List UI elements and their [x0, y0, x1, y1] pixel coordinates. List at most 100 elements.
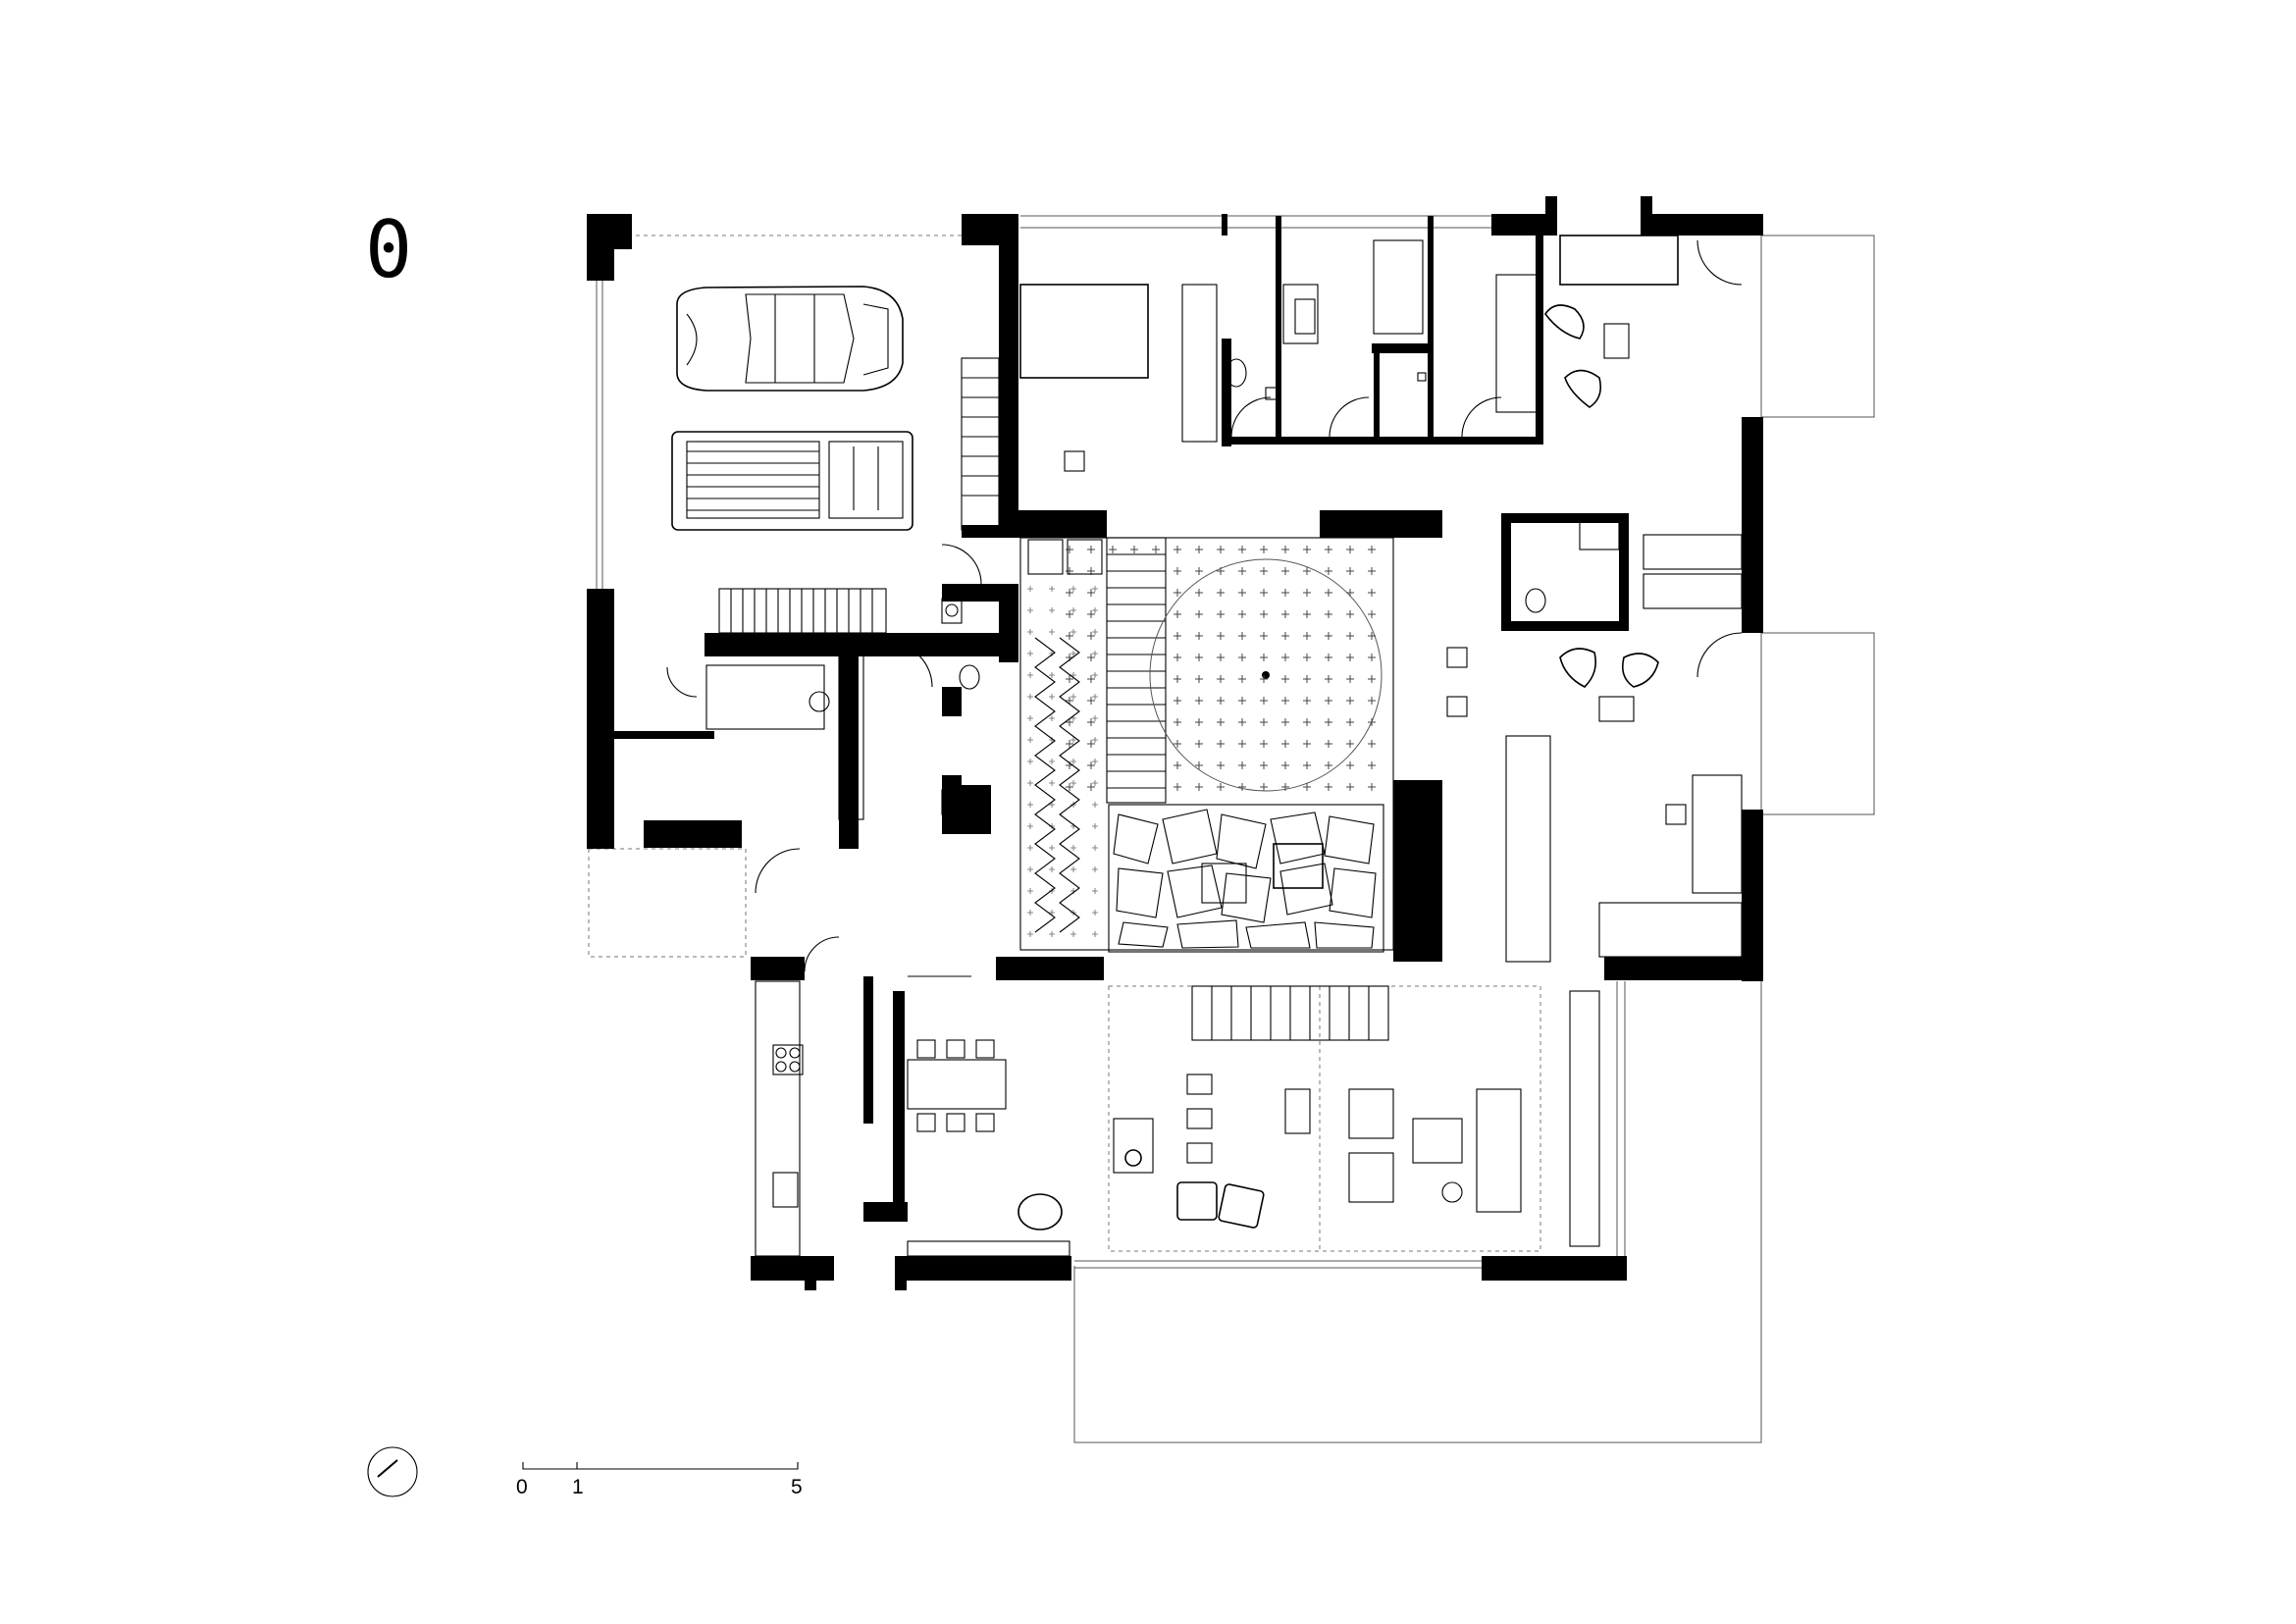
paving-cross [1303, 654, 1311, 661]
paving-cross [1087, 761, 1095, 769]
paving-cross [1281, 589, 1289, 597]
paving-cross [1238, 783, 1246, 791]
paving-cross [1027, 737, 1033, 743]
paving-cross [1087, 589, 1095, 597]
paving-cross [1070, 931, 1076, 937]
paving-cross [1049, 866, 1055, 872]
paving-cross [1303, 783, 1311, 791]
paving-cross [1049, 672, 1055, 678]
paving-cross [1087, 632, 1095, 640]
paving-cross [1087, 546, 1095, 553]
paving-cross [1027, 845, 1033, 851]
paving-cross [1049, 823, 1055, 829]
stairs-garage [718, 588, 887, 634]
paving-cross [1027, 759, 1033, 764]
paving-cross [1092, 780, 1098, 786]
paving-cross [1238, 761, 1246, 769]
courtyard-paving [1019, 537, 1394, 953]
paving-cross [1092, 607, 1098, 613]
paving-cross [1174, 783, 1181, 791]
paving-cross [1070, 694, 1076, 700]
paving-cross [1303, 761, 1311, 769]
living-furniture [1113, 990, 1600, 1247]
paving-cross [1070, 607, 1076, 613]
paving-cross [1174, 718, 1181, 726]
paving-cross [1092, 694, 1098, 700]
paving-cross [1217, 610, 1225, 618]
paving-cross [1217, 546, 1225, 553]
paving-cross [1325, 567, 1332, 575]
paving-cross [1066, 632, 1073, 640]
paving-cross [1049, 780, 1055, 786]
paving-cross [1346, 740, 1354, 748]
paving-cross [1238, 589, 1246, 597]
kitchen-dining [755, 975, 1070, 1257]
paving-cross [1368, 546, 1376, 553]
paving-cross [1260, 610, 1268, 618]
paving-cross [1303, 546, 1311, 553]
paving-cross [1070, 780, 1076, 786]
paving-cross [1049, 694, 1055, 700]
paving-cross [1260, 567, 1268, 575]
paving-cross [1027, 780, 1033, 786]
stairs-courtyard [1106, 537, 1167, 804]
paving-cross [1281, 632, 1289, 640]
paving-cross [1217, 632, 1225, 640]
paving-cross [1281, 718, 1289, 726]
paving-cross [1066, 783, 1073, 791]
paving-cross [1281, 740, 1289, 748]
paving-cross [1238, 675, 1246, 683]
paving-cross [1217, 740, 1225, 748]
paving-cross [1092, 672, 1098, 678]
paving-cross [1238, 567, 1246, 575]
scale-label-1: 1 [572, 1476, 584, 1498]
paving-cross [1303, 740, 1311, 748]
paving-cross [1346, 675, 1354, 683]
paving-cross [1070, 759, 1076, 764]
paving-cross [1325, 675, 1332, 683]
paving-cross [1066, 697, 1073, 705]
paving-cross [1260, 675, 1268, 683]
paving-cross [1195, 761, 1203, 769]
armchair-icon [1564, 369, 1602, 408]
paving-cross [1087, 610, 1095, 618]
paving-cross [1195, 567, 1203, 575]
right-wing-furniture [1446, 519, 1743, 963]
scale-label-0: 0 [516, 1476, 528, 1498]
paving-cross [1303, 675, 1311, 683]
paving-cross [1195, 654, 1203, 661]
armchair-icon [1559, 648, 1597, 688]
car-porsche-icon [676, 286, 904, 392]
paving-cross [1195, 610, 1203, 618]
scale-label-5: 5 [791, 1476, 803, 1498]
paving-cross [1066, 718, 1073, 726]
paving-cross [1174, 675, 1181, 683]
paving-cross [1325, 697, 1332, 705]
paving-cross [1260, 740, 1268, 748]
paving-cross [1238, 654, 1246, 661]
paving-cross [1092, 715, 1098, 721]
paving-cross [1174, 632, 1181, 640]
paving-cross [1092, 866, 1098, 872]
paving-cross [1049, 715, 1055, 721]
paving-cross [1195, 632, 1203, 640]
paving-cross [1049, 845, 1055, 851]
paving-cross [1325, 783, 1332, 791]
paving-cross [1281, 567, 1289, 575]
paving-cross [1087, 654, 1095, 661]
paving-cross [1070, 586, 1076, 592]
level-label: 0 [365, 204, 412, 295]
paving-cross [1368, 632, 1376, 640]
paving-cross [1281, 783, 1289, 791]
stairs-living [1191, 985, 1389, 1041]
paving-cross [1346, 546, 1354, 553]
paving-cross [1049, 586, 1055, 592]
paving-cross [1303, 567, 1311, 575]
paving-cross [1346, 697, 1354, 705]
paving-cross [1174, 697, 1181, 705]
paving-cross [1346, 718, 1354, 726]
paving-cross [1325, 589, 1332, 597]
paving-cross [1238, 697, 1246, 705]
paving-cross [1281, 610, 1289, 618]
paving-cross [1066, 675, 1073, 683]
